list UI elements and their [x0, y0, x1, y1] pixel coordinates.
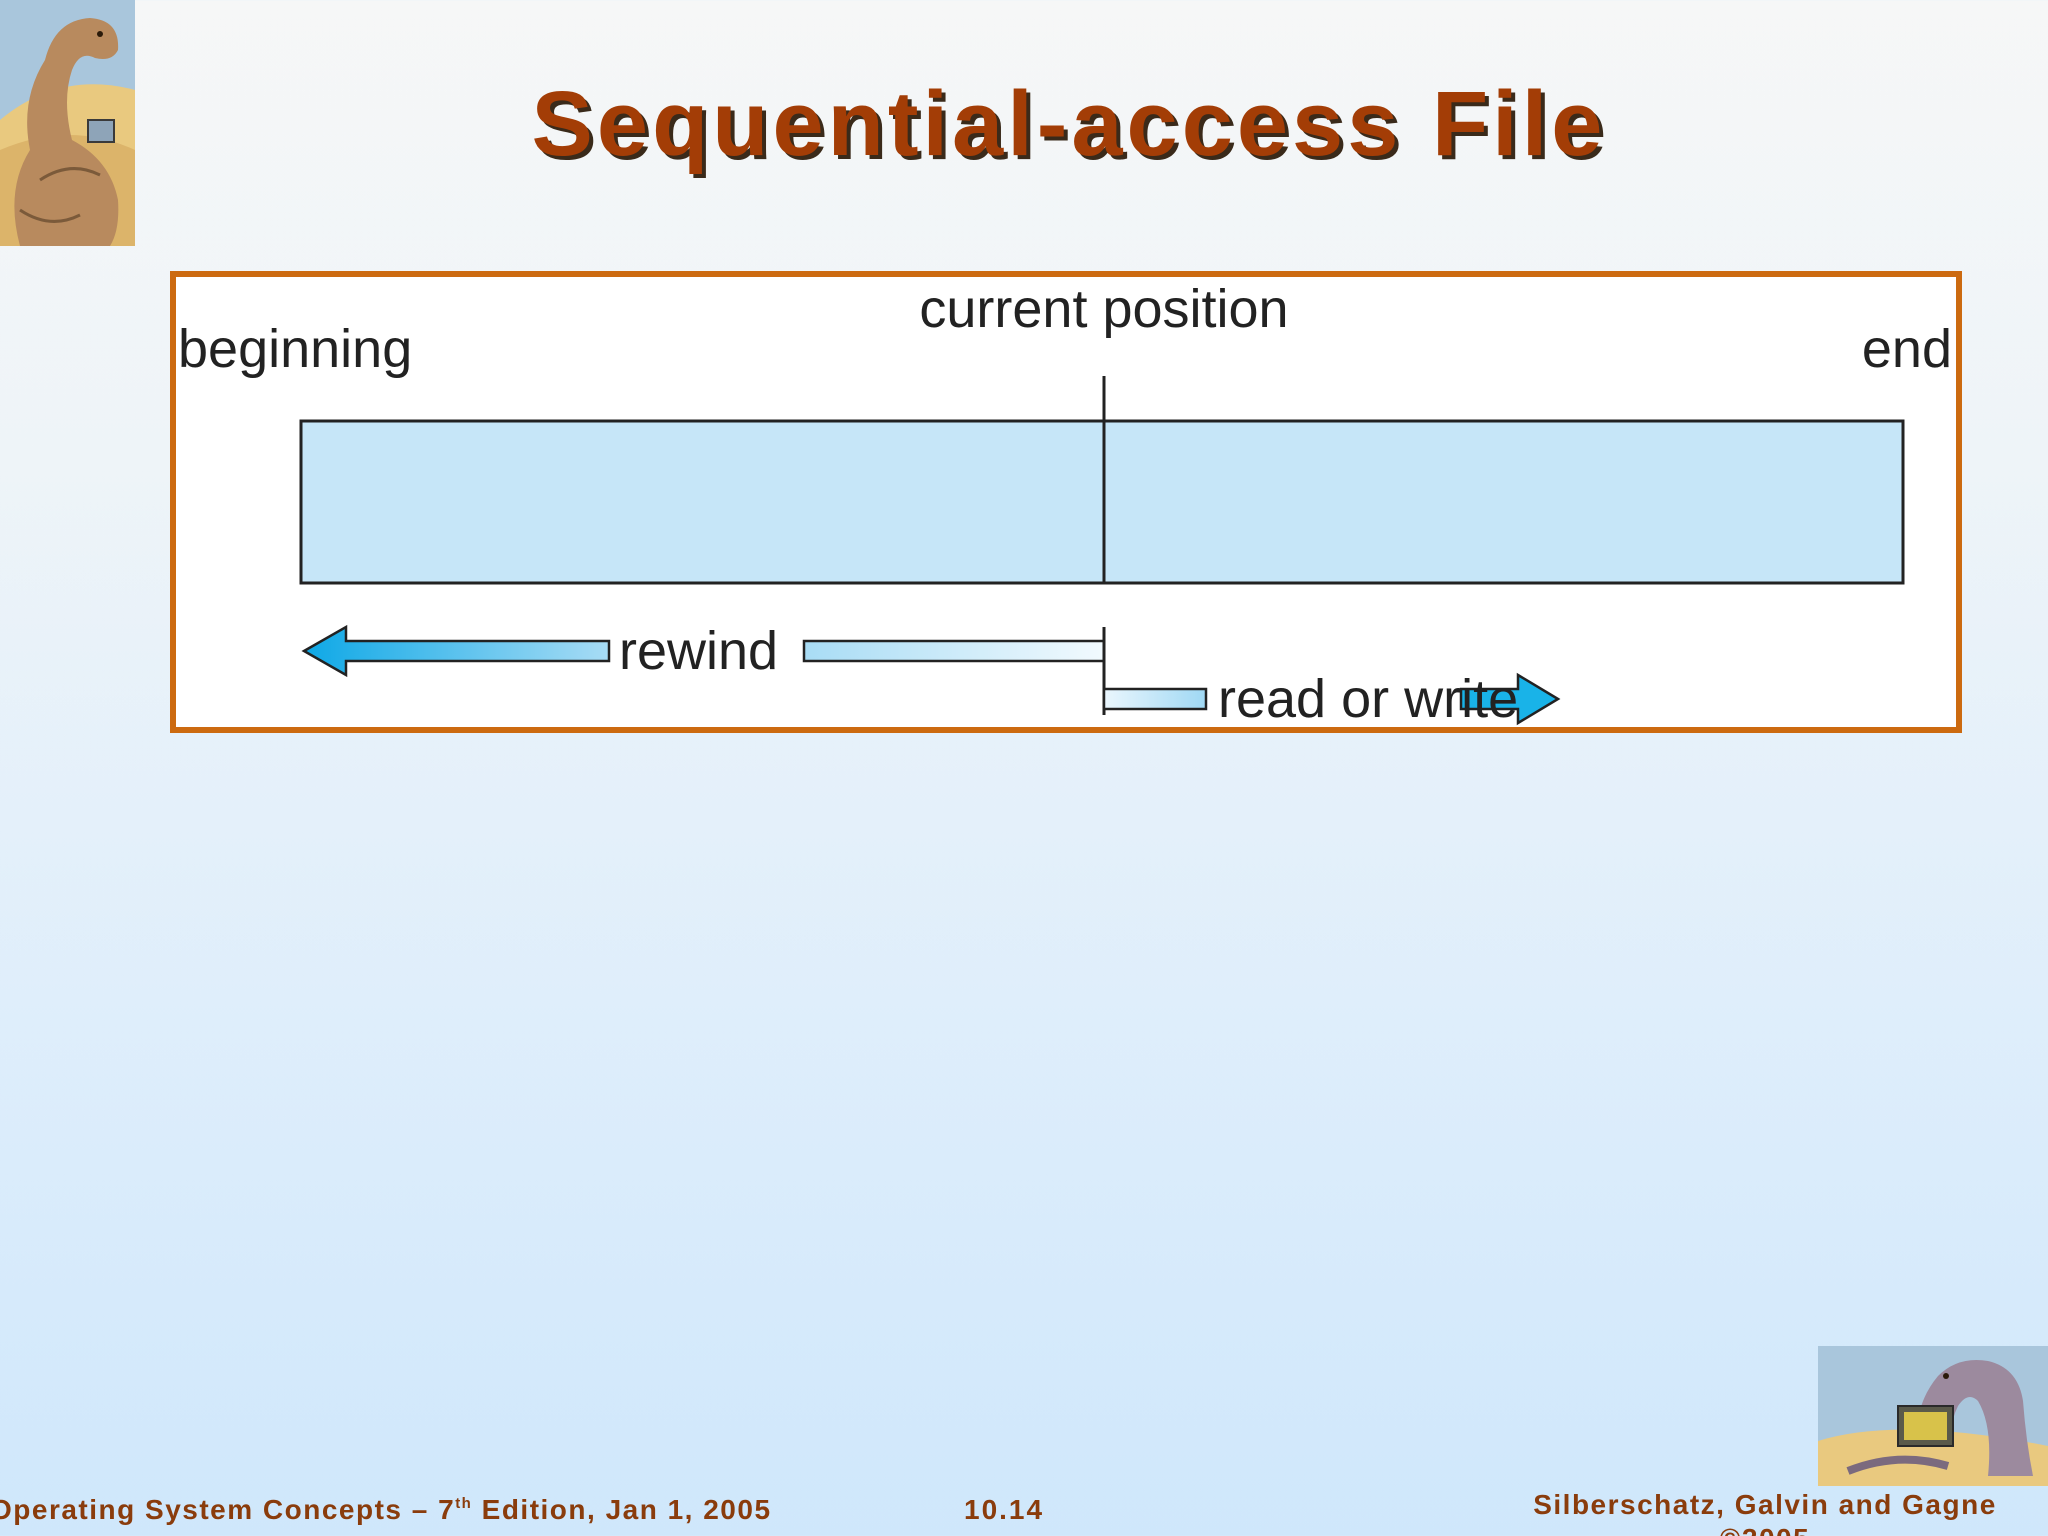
dinosaur-laptop-icon	[1818, 1346, 2048, 1486]
footer-course-info: Operating System Concepts – 7th Edition,…	[0, 1494, 772, 1525]
dinosaur-reading-icon	[0, 0, 135, 246]
slide-title: Sequential-access File	[531, 73, 1607, 175]
footer-copyright-line: ©2005	[1500, 1522, 2030, 1536]
beginning-label: beginning	[178, 319, 412, 379]
current-position-label: current position	[919, 279, 1288, 339]
file-body	[299, 419, 1905, 585]
rewind-label: rewind	[619, 621, 778, 681]
footer-authors-line: Silberschatz, Galvin and Gagne	[1533, 1489, 1997, 1520]
diagram-canvas: beginning current position end rewind re…	[178, 279, 1952, 727]
read-write-arrow-icon	[1102, 672, 1561, 726]
footer-page-number: 10.14	[964, 1494, 1045, 1525]
end-label: end	[1862, 319, 1952, 379]
rewind-arrow-icon	[301, 624, 1106, 715]
sequential-access-diagram: beginning current position end rewind re…	[170, 271, 1962, 733]
footer-authors: Silberschatz, Galvin and Gagne ©2005	[1500, 1488, 2030, 1536]
read-or-write-label: read or write	[1218, 669, 1518, 727]
